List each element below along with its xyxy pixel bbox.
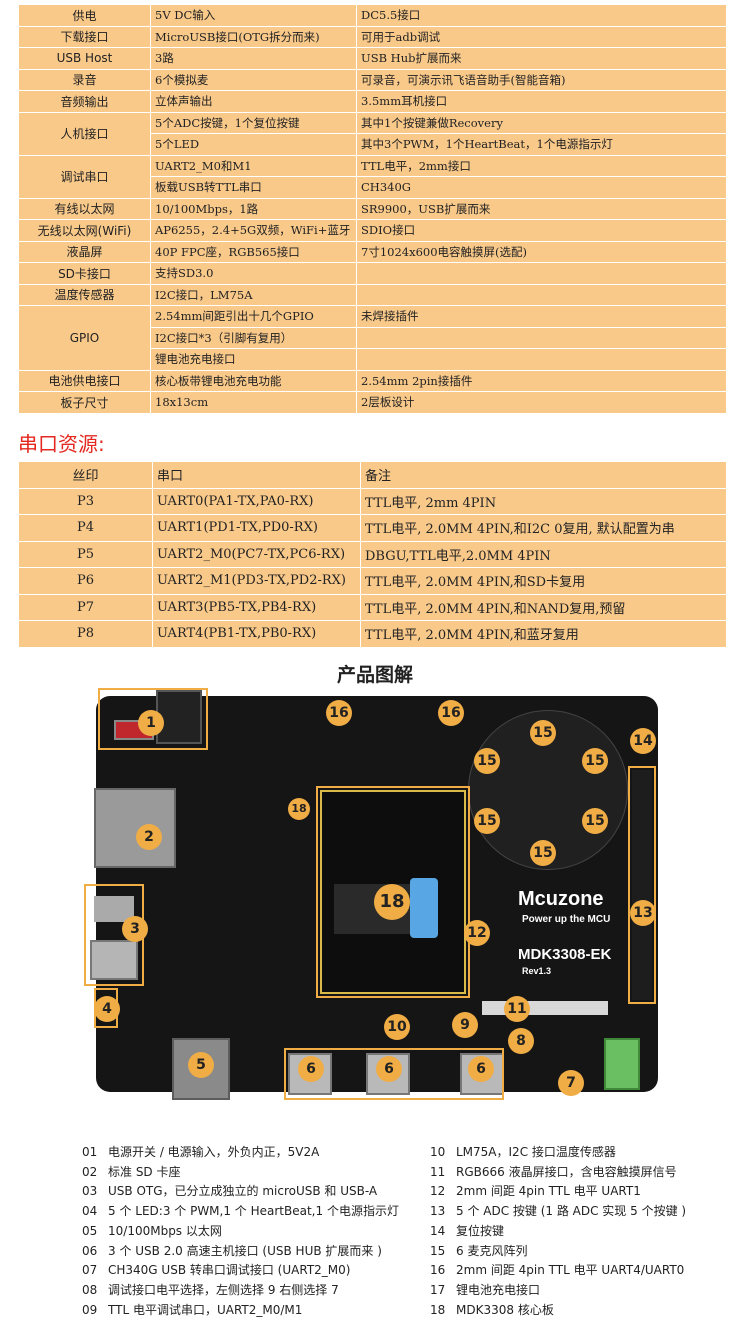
picture-title: 产品图解 <box>336 664 413 686</box>
adc-buttons-strip <box>632 770 652 1000</box>
callout-badge: 10 <box>384 1014 410 1040</box>
callout-badge: 2 <box>136 824 162 850</box>
callout-badge: 11 <box>504 996 530 1022</box>
callout-badge: 6 <box>468 1056 494 1082</box>
callout-badge: 18 <box>374 884 410 920</box>
callout-badge: 16 <box>438 700 464 726</box>
callout-badge: 15 <box>530 720 556 746</box>
board-revision: Rev1.3 <box>522 966 552 976</box>
table-header-row: 丝印串口备注 <box>18 461 727 489</box>
callout-badge: 15 <box>530 840 556 866</box>
callout-badge: 15 <box>474 748 500 774</box>
callout-badge: 15 <box>582 748 608 774</box>
callout-badge: 6 <box>298 1056 324 1082</box>
board-photo: Mcuzone Power up the MCU MDK3308-EK Rev1… <box>84 688 666 1108</box>
highlight-frame-core <box>316 786 470 998</box>
table-row: SD卡接口支持SD3.0 <box>18 262 727 285</box>
callout-badge: 6 <box>376 1056 402 1082</box>
qc-sticker <box>410 878 438 938</box>
callout-badge: 4 <box>94 996 120 1022</box>
callout-badge: 3 <box>122 916 148 942</box>
brand-slogan: Power up the MCU <box>522 914 611 925</box>
callout-badge: 9 <box>452 1012 478 1038</box>
highlight-frame-usb-hosts <box>284 1048 504 1100</box>
callout-badge: 16 <box>326 700 352 726</box>
callout-badge: 14 <box>630 728 656 754</box>
power-jack <box>156 690 202 744</box>
callout-badge: 18 <box>288 798 310 820</box>
brand-logo: Mcuzone <box>518 888 604 910</box>
callout-badge: 15 <box>474 808 500 834</box>
callout-badge: 13 <box>630 900 656 926</box>
callout-badge: 15 <box>582 808 608 834</box>
audio-jack <box>604 1038 640 1090</box>
lcd-fpc-connector <box>482 1001 608 1015</box>
highlight-frame-buttons <box>628 766 656 1004</box>
usb-a-otg-port <box>90 940 138 980</box>
highlight-frame-power <box>98 688 208 750</box>
serial-section-title: 串口资源: <box>18 432 105 456</box>
board-model: MDK3308-EK <box>518 946 612 963</box>
table-row: I2C接口*3（引脚有复用） <box>19 326 727 349</box>
usb-host-port <box>288 1053 332 1095</box>
callout-badge: 7 <box>558 1070 584 1096</box>
callout-badge: 1 <box>138 710 164 736</box>
callout-badge: 12 <box>464 920 490 946</box>
callout-badge: 5 <box>188 1052 214 1078</box>
callout-badge: 8 <box>508 1028 534 1054</box>
sd-card-slot <box>94 788 176 868</box>
